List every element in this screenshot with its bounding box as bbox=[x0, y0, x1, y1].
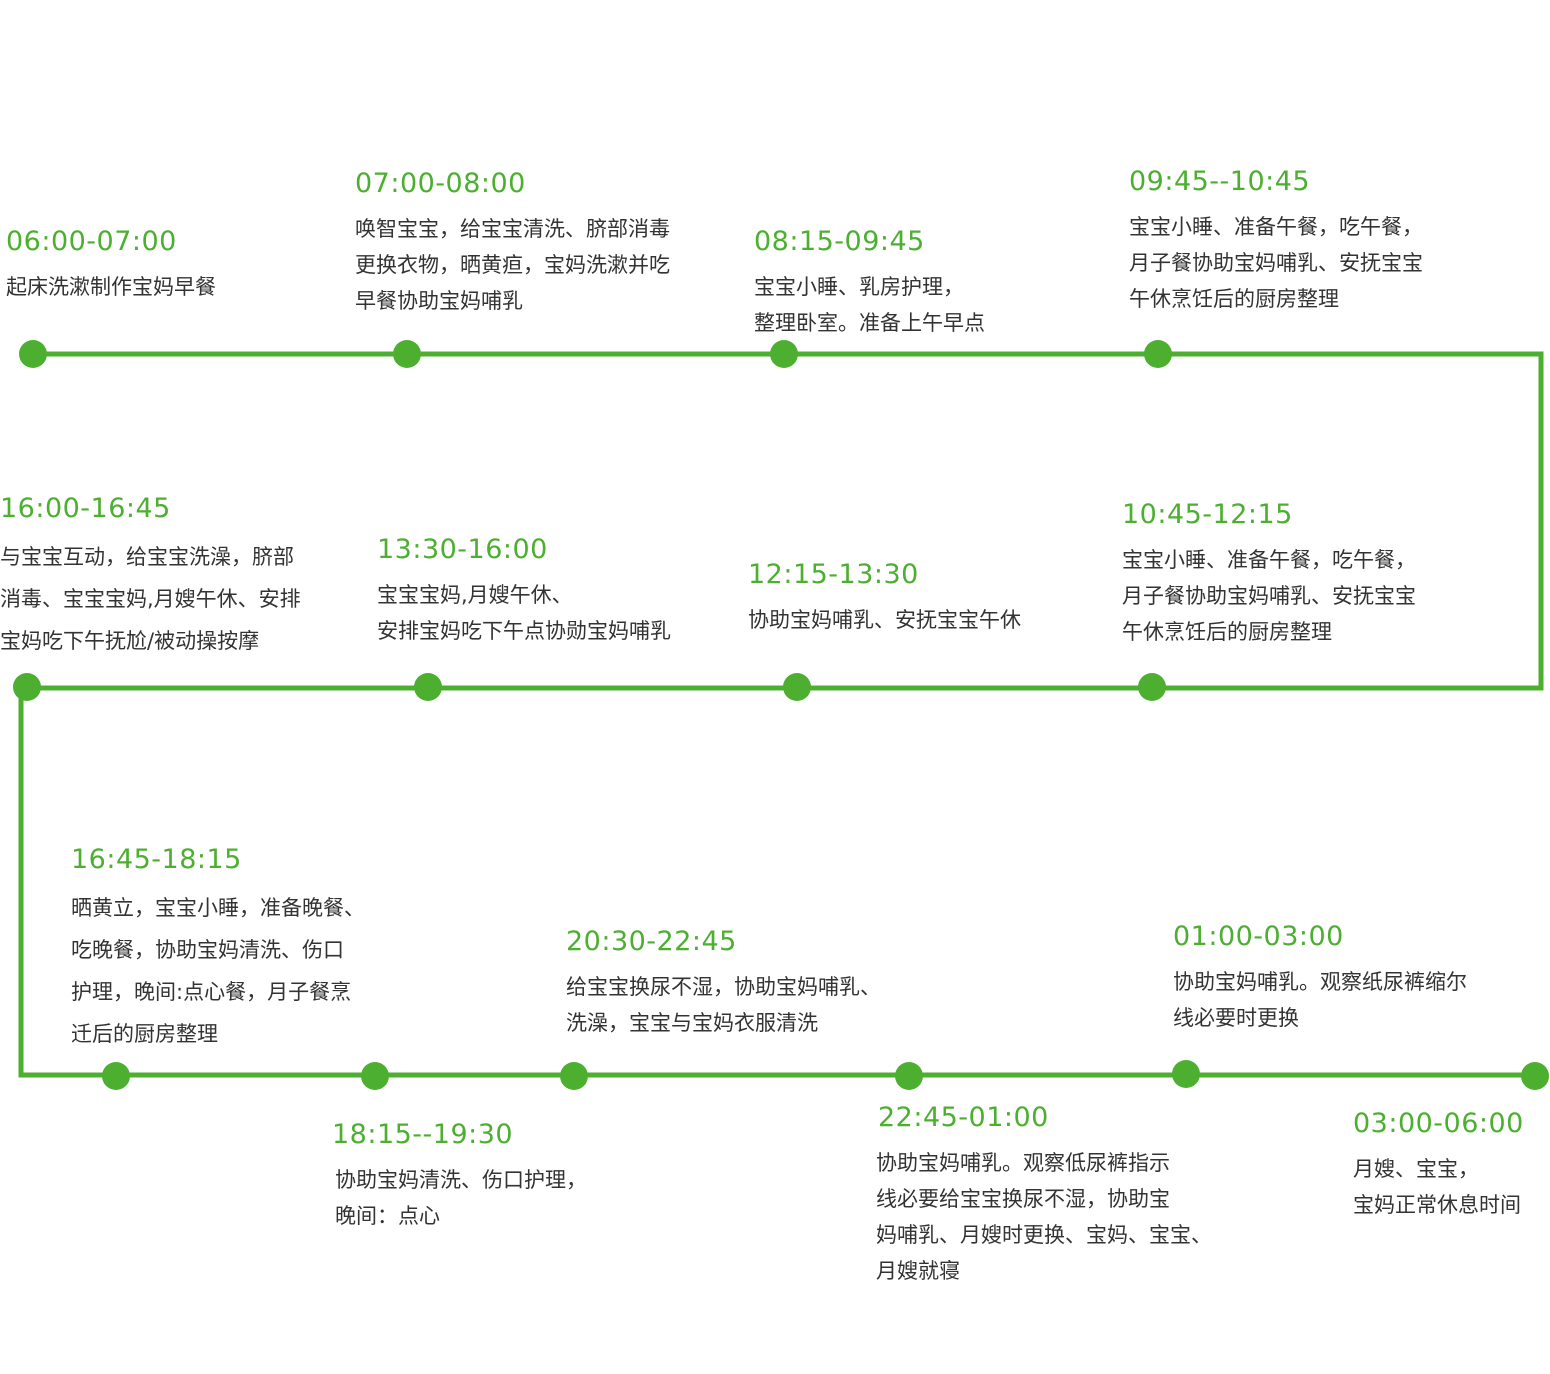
timeline-entry: 10:45-12:15 宝宝小睡、准备午餐，吃午餐， 月子餐协助宝妈哺乳、安抚宝… bbox=[1122, 498, 1416, 650]
entry-time: 01:00-03:00 bbox=[1173, 921, 1344, 952]
entry-time: 18:15--19:30 bbox=[332, 1119, 514, 1150]
timeline-dot bbox=[1172, 1060, 1200, 1088]
entry-text: 安排宝妈吃下午点协勋宝妈哺乳 bbox=[377, 619, 671, 643]
entry-text: 起床洗漱制作宝妈早餐 bbox=[6, 275, 216, 299]
entry-text: 与宝宝互动，给宝宝洗澡，脐部 bbox=[0, 545, 294, 569]
timeline-dot bbox=[393, 340, 421, 368]
entry-time: 07:00-08:00 bbox=[355, 168, 526, 199]
entry-text: 早餐协助宝妈哺乳 bbox=[355, 289, 523, 313]
entry-text: 妈哺乳、月嫂时更换、宝妈、宝宝、 bbox=[876, 1223, 1212, 1247]
entry-time: 06:00-07:00 bbox=[6, 226, 177, 257]
entry-time: 13:30-16:00 bbox=[377, 534, 548, 565]
entry-time: 12:15-13:30 bbox=[748, 559, 919, 590]
entry-text: 协助宝妈哺乳、安抚宝宝午休 bbox=[748, 608, 1021, 632]
timeline-dot bbox=[560, 1062, 588, 1090]
entry-time: 22:45-01:00 bbox=[878, 1102, 1049, 1133]
entry-text: 晒黄立，宝宝小睡，准备晚餐、 bbox=[71, 896, 365, 920]
timeline-dot bbox=[783, 673, 811, 701]
timeline-entry: 01:00-03:00 协助宝妈哺乳。观察纸尿裤缩尔 线必要时更换 bbox=[1173, 920, 1467, 1036]
entry-text: 月子餐协助宝妈哺乳、安抚宝宝 bbox=[1129, 251, 1423, 275]
entry-text: 午休烹饪后的厨房整理 bbox=[1129, 287, 1339, 311]
entry-text: 晚间：点心 bbox=[335, 1204, 440, 1228]
entry-text: 午休烹饪后的厨房整理 bbox=[1122, 620, 1332, 644]
entry-text: 唤智宝宝，给宝宝清洗、脐部消毒 bbox=[355, 217, 670, 241]
entry-time: 10:45-12:15 bbox=[1122, 499, 1293, 530]
entry-text: 护理，晚间:点心餐，月子餐烹 bbox=[71, 980, 352, 1004]
entry-time: 16:45-18:15 bbox=[71, 844, 242, 875]
entry-text: 吃晚餐，协助宝妈清洗、伤口 bbox=[71, 938, 344, 962]
entry-time: 08:15-09:45 bbox=[754, 226, 925, 257]
timeline-entry: 22:45-01:00 协助宝妈哺乳。观察低尿裤指示 线必要给宝宝换尿不湿，协助… bbox=[876, 1101, 1212, 1289]
timeline-dot bbox=[414, 673, 442, 701]
entry-text: 协助宝妈哺乳。观察纸尿裤缩尔 bbox=[1173, 970, 1467, 994]
entry-text: 月嫂、宝宝， bbox=[1353, 1157, 1479, 1181]
timeline-dot bbox=[770, 340, 798, 368]
entry-time: 03:00-06:00 bbox=[1353, 1108, 1524, 1139]
entry-text: 更换衣物，晒黄疸，宝妈洗漱并吃 bbox=[355, 253, 670, 277]
timeline-entry: 07:00-08:00 唤智宝宝，给宝宝清洗、脐部消毒 更换衣物，晒黄疸，宝妈洗… bbox=[355, 167, 670, 319]
timeline-dot bbox=[361, 1062, 389, 1090]
entry-text: 迁后的厨房整理 bbox=[71, 1022, 218, 1046]
timeline-dot bbox=[1138, 673, 1166, 701]
timeline-entry: 18:15--19:30 协助宝妈清洗、伤口护理， 晚间：点心 bbox=[332, 1118, 587, 1234]
timeline-entry: 13:30-16:00 宝宝宝妈,月嫂午休、 安排宝妈吃下午点协勋宝妈哺乳 bbox=[377, 533, 671, 649]
entry-text: 洗澡，宝宝与宝妈衣服清洗 bbox=[566, 1011, 818, 1035]
timeline-dot bbox=[19, 340, 47, 368]
timeline-entry: 16:45-18:15 晒黄立，宝宝小睡，准备晚餐、 吃晚餐，协助宝妈清洗、伤口… bbox=[71, 843, 365, 1055]
entry-text: 宝宝小睡、乳房护理， bbox=[754, 275, 964, 299]
entry-text: 宝妈正常休息时间 bbox=[1353, 1193, 1521, 1217]
entry-text: 整理卧室。准备上午早点 bbox=[754, 311, 985, 335]
timeline-entry: 16:00-16:45 与宝宝互动，给宝宝洗澡，脐部 消毒、宝宝宝妈,月嫂午休、… bbox=[0, 492, 301, 662]
entry-time: 16:00-16:45 bbox=[0, 493, 171, 524]
entry-text: 消毒、宝宝宝妈,月嫂午休、安排 bbox=[0, 587, 301, 611]
entry-text: 宝妈吃下午抚尬/被动操按摩 bbox=[0, 629, 260, 653]
timeline-dot bbox=[1521, 1062, 1549, 1090]
entry-text: 宝宝小睡、准备午餐，吃午餐， bbox=[1129, 215, 1423, 239]
timeline-line bbox=[18, 351, 1544, 1078]
entry-text: 月嫂就寝 bbox=[876, 1259, 960, 1283]
timeline-dot bbox=[895, 1062, 923, 1090]
timeline-dot bbox=[13, 673, 41, 701]
timeline-entry: 06:00-07:00 起床洗漱制作宝妈早餐 bbox=[6, 225, 216, 305]
entry-text: 月子餐协助宝妈哺乳、安抚宝宝 bbox=[1122, 584, 1416, 608]
timeline-entry: 20:30-22:45 给宝宝换尿不湿，协助宝妈哺乳、 洗澡，宝宝与宝妈衣服清洗 bbox=[566, 925, 881, 1041]
timeline-entry: 08:15-09:45 宝宝小睡、乳房护理， 整理卧室。准备上午早点 bbox=[754, 225, 985, 341]
timeline-entry: 03:00-06:00 月嫂、宝宝， 宝妈正常休息时间 bbox=[1353, 1107, 1524, 1223]
timeline-dot bbox=[102, 1062, 130, 1090]
entry-text: 协助宝妈哺乳。观察低尿裤指示 bbox=[876, 1151, 1170, 1175]
entry-text: 给宝宝换尿不湿，协助宝妈哺乳、 bbox=[566, 975, 881, 999]
entry-text: 宝宝小睡、准备午餐，吃午餐， bbox=[1122, 548, 1416, 572]
entry-text: 协助宝妈清洗、伤口护理， bbox=[335, 1168, 587, 1192]
entry-text: 宝宝宝妈,月嫂午休、 bbox=[377, 583, 573, 607]
entry-time: 20:30-22:45 bbox=[566, 926, 737, 957]
entry-text: 线必要时更换 bbox=[1173, 1006, 1299, 1030]
entry-time: 09:45--10:45 bbox=[1129, 166, 1311, 197]
timeline-entry: 09:45--10:45 宝宝小睡、准备午餐，吃午餐， 月子餐协助宝妈哺乳、安抚… bbox=[1129, 165, 1423, 317]
timeline-dot bbox=[1144, 340, 1172, 368]
timeline-entry: 12:15-13:30 协助宝妈哺乳、安抚宝宝午休 bbox=[748, 558, 1021, 638]
entry-text: 线必要给宝宝换尿不湿，协助宝 bbox=[876, 1187, 1170, 1211]
